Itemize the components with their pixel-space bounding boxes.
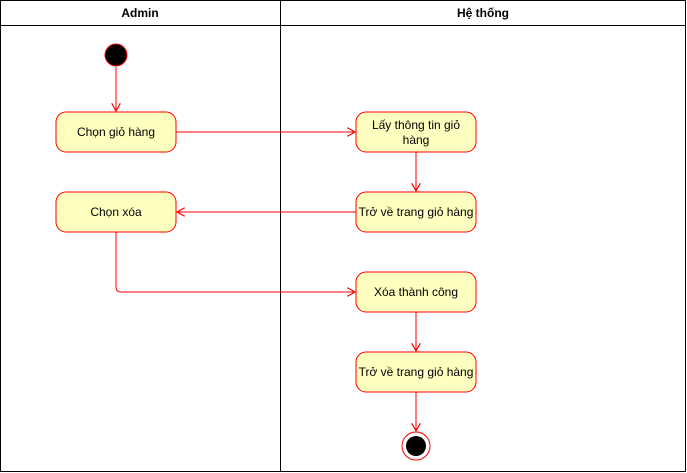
swimlane-system: Hệ thống: [280, 0, 686, 472]
action-node-lay-thong-tin-gio-hang: Lấy thông tin giỏ hàng: [355, 111, 477, 153]
action-node-chon-xoa: Chọn xóa: [55, 191, 177, 233]
action-label-line-2: hàng: [403, 133, 430, 147]
action-node-xoa-thanh-cong: Xóa thành công: [355, 271, 477, 313]
final-node: [401, 431, 431, 461]
flow-edges: [116, 67, 416, 431]
action-node-chon-gio-hang: Chọn giỏ hàng: [55, 111, 177, 153]
lane-header-admin: Admin: [121, 6, 158, 20]
action-label: Trở về trang giỏ hàng: [359, 205, 474, 219]
initial-node: [104, 43, 128, 67]
action-label: Trở về trang giỏ hàng: [359, 365, 474, 379]
action-label-line-1: Lấy thông tin giỏ: [372, 118, 460, 132]
action-node-tro-ve-trang-gio-hang-1: Trở về trang giỏ hàng: [355, 191, 477, 233]
swimlane-admin: Admin: [0, 0, 281, 472]
action-label: Chọn giỏ hàng: [77, 125, 155, 139]
edge-a2-to-s3: [115, 232, 355, 292]
action-label: Xóa thành công: [374, 285, 458, 299]
lane-header-system: Hệ thống: [457, 6, 509, 20]
action-label: Chọn xóa: [90, 205, 142, 219]
action-node-tro-ve-trang-gio-hang-2: Trở về trang giỏ hàng: [355, 351, 477, 393]
